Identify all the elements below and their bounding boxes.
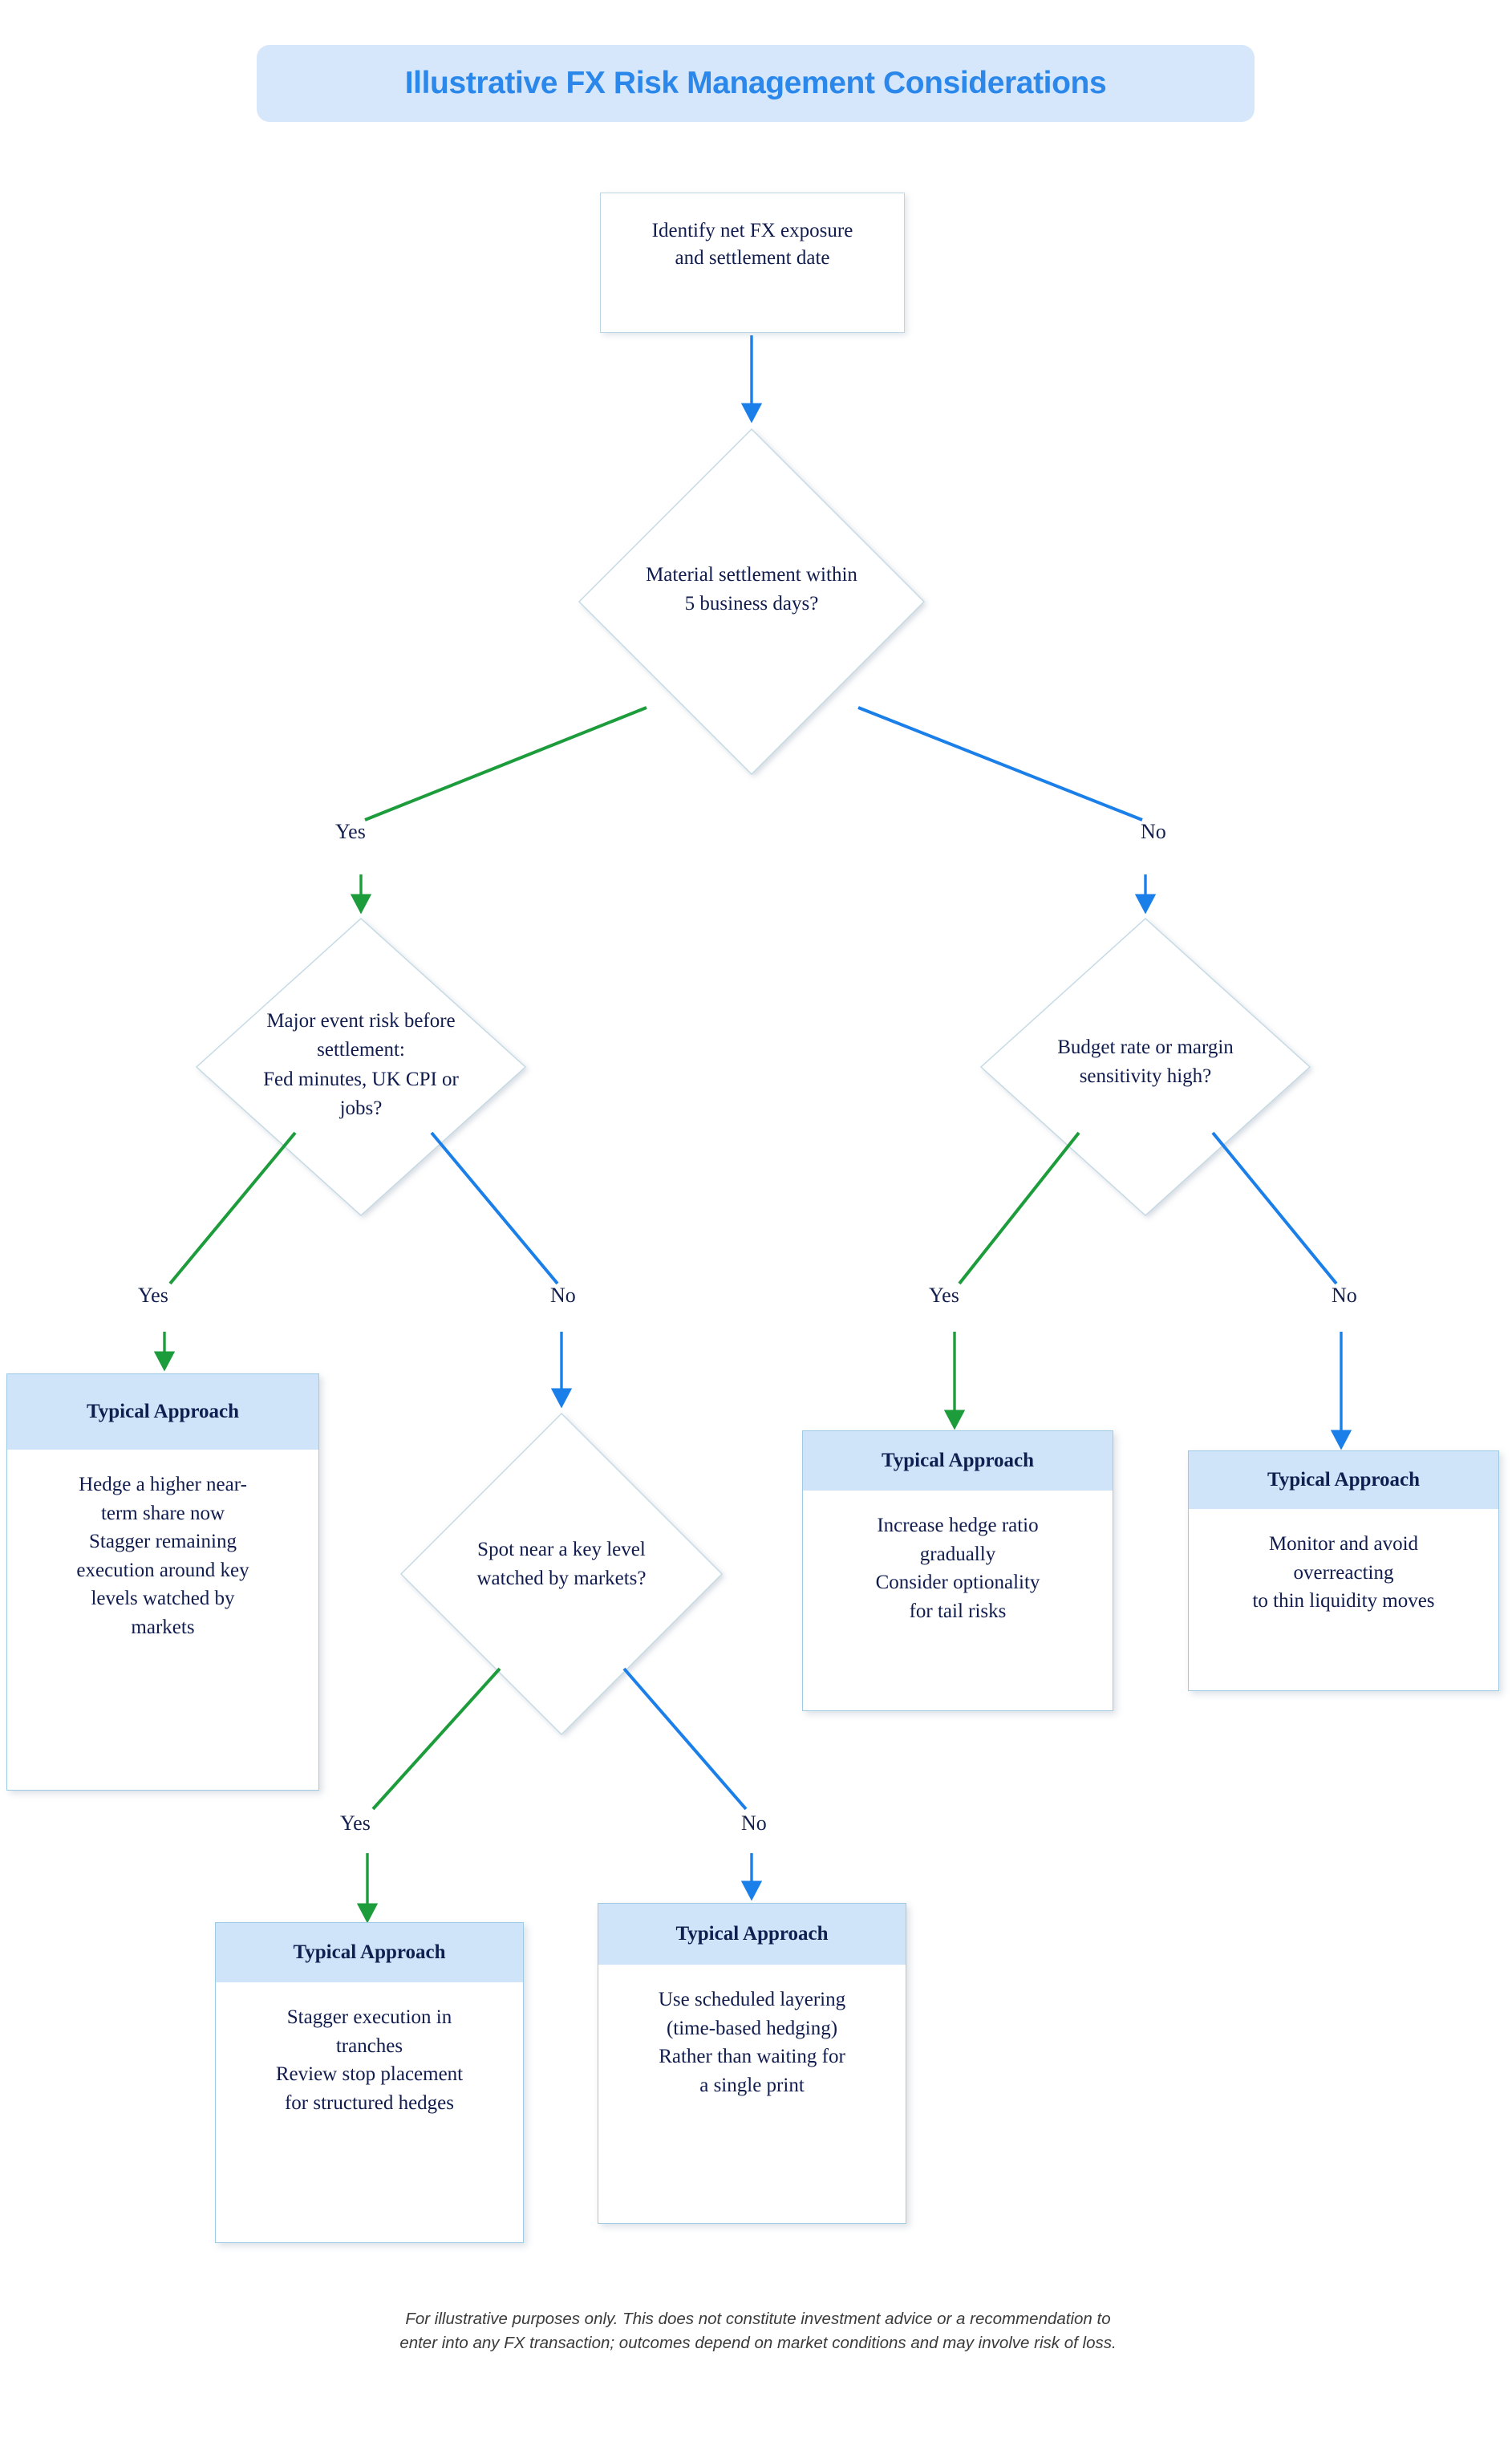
node-start[interactable]: Identify net FX exposure and settlement … xyxy=(600,193,905,333)
page-title: Illustrative FX Risk Management Consider… xyxy=(404,66,1107,100)
outcome-o5-title: Typical Approach xyxy=(675,1923,829,1945)
edge-label-d3-yes: Yes xyxy=(929,1284,959,1307)
node-outcome-o3[interactable]: Typical Approach Monitor and avoid overr… xyxy=(1188,1450,1499,1691)
disclaimer-text: For illustrative purposes only. This doe… xyxy=(399,2310,1117,2352)
title-banner: Illustrative FX Risk Management Consider… xyxy=(257,45,1255,122)
outcome-o3-title: Typical Approach xyxy=(1267,1469,1421,1491)
edge-label-d4-yes: Yes xyxy=(340,1811,371,1835)
outcome-o3-body: Monitor and avoid overreacting to thin l… xyxy=(1252,1533,1435,1612)
edge-label-d1-no: No xyxy=(1141,820,1166,843)
outcome-o5-body: Use scheduled layering (time-based hedgi… xyxy=(658,1989,846,2096)
outcome-o2-body: Increase hedge ratio gradually Consider … xyxy=(875,1515,1040,1622)
node-decision-d4-label: Spot near a key level watched by markets… xyxy=(476,1539,647,1590)
outcome-o1-body: Hedge a higher near- term share now Stag… xyxy=(76,1474,249,1638)
outcome-o4-title: Typical Approach xyxy=(293,1941,446,1963)
node-outcome-o2[interactable]: Typical Approach Increase hedge ratio gr… xyxy=(802,1430,1113,1711)
edge-label-d1-yes: Yes xyxy=(335,820,366,843)
node-decision-d1-label: Material settlement within 5 business da… xyxy=(646,564,857,615)
node-decision-d2[interactable]: Major event risk before settlement: Fed … xyxy=(197,919,525,1215)
node-decision-d1[interactable]: Material settlement within 5 business da… xyxy=(579,429,924,774)
outcome-o5-header: Typical Approach xyxy=(598,1904,906,1965)
node-decision-d2-label: Major event risk before settlement: Fed … xyxy=(263,1010,459,1119)
node-start-label: Identify net FX exposure and settlement … xyxy=(651,220,853,269)
outcome-o2-title: Typical Approach xyxy=(881,1450,1035,1471)
node-decision-d3[interactable]: Budget rate or margin sensitivity high? xyxy=(981,919,1310,1215)
edge-label-d2-yes: Yes xyxy=(138,1284,168,1307)
node-decision-d4[interactable]: Spot near a key level watched by markets… xyxy=(401,1414,722,1734)
outcome-o1-title: Typical Approach xyxy=(86,1401,240,1422)
outcome-o2-header: Typical Approach xyxy=(803,1431,1113,1491)
edge-label-d2-no: No xyxy=(550,1284,576,1307)
outcome-o4-header: Typical Approach xyxy=(216,1923,523,1982)
node-outcome-o1[interactable]: Typical Approach Hedge a higher near- te… xyxy=(6,1373,319,1791)
node-outcome-o5[interactable]: Typical Approach Use scheduled layering … xyxy=(598,1903,906,2224)
outcome-o1-header: Typical Approach xyxy=(7,1374,318,1450)
edge-label-d3-no: No xyxy=(1332,1284,1357,1307)
node-decision-d3-label: Budget rate or margin sensitivity high? xyxy=(1057,1036,1234,1088)
outcome-o4-body: Stagger execution in tranches Review sto… xyxy=(275,2006,464,2114)
edge-label-d4-no: No xyxy=(741,1811,767,1835)
node-outcome-o4[interactable]: Typical Approach Stagger execution in tr… xyxy=(215,1922,524,2243)
outcome-o3-header: Typical Approach xyxy=(1189,1451,1498,1509)
